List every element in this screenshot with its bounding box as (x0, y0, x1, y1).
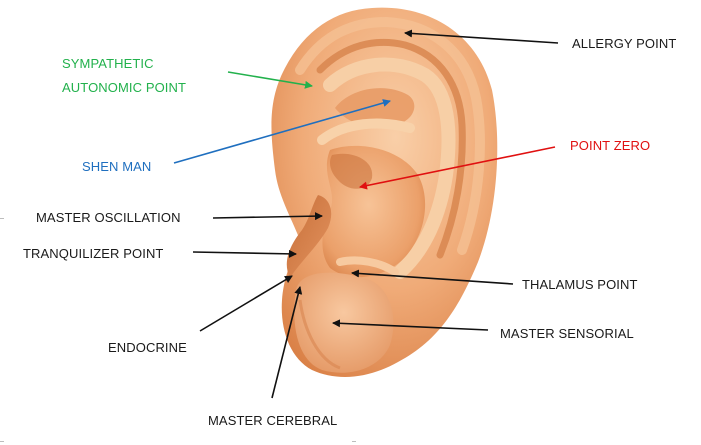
arrow-thalamus (351, 269, 514, 285)
margin-tick-bottom-left (0, 441, 4, 442)
label-shen-man: SHEN MAN (82, 159, 151, 174)
earlobe-edge (298, 299, 341, 370)
label-master-oscillation: MASTER OSCILLATION (36, 210, 181, 225)
arrow-shen-man (173, 99, 391, 164)
label-master-cerebral: MASTER CEREBRAL (208, 413, 337, 428)
antihelix (323, 57, 456, 279)
helix-rim (295, 16, 485, 255)
antitragus (336, 256, 399, 276)
point-labels: ALLERGY POINT SYMPATHETIC AUTONOMIC POIN… (23, 36, 676, 428)
concha-shadow (330, 153, 373, 189)
arrow-master-sensorial (332, 319, 489, 331)
margin-tick-left (0, 218, 4, 219)
label-sympathetic-line1: SYMPATHETIC (62, 56, 154, 71)
arrow-endocrine (199, 275, 293, 332)
label-endocrine: ENDOCRINE (108, 340, 187, 355)
label-master-sensorial: MASTER SENSORIAL (500, 326, 634, 341)
arrow-master-cerebral (271, 286, 303, 399)
scapha-groove (316, 39, 466, 259)
arrow-allergy-point (404, 29, 559, 44)
label-tranquilizer-point: TRANQUILIZER POINT (23, 246, 163, 261)
pointer-arrows (173, 29, 559, 399)
margin-tick-bottom-right (352, 441, 356, 442)
arrow-tranquilizer (192, 249, 297, 258)
label-sympathetic-line2: AUTONOMIC POINT (62, 80, 186, 95)
antihelix-crus (317, 118, 415, 145)
ear-illustration (271, 7, 498, 377)
label-allergy-point: ALLERGY POINT (572, 36, 676, 51)
label-point-zero: POINT ZERO (570, 138, 650, 153)
arrow-point-zero (359, 146, 556, 190)
label-thalamus-point: THALAMUS POINT (522, 277, 638, 292)
earlobe (294, 272, 394, 373)
triangular-fossa (335, 88, 415, 127)
arrow-sympathetic (227, 71, 313, 89)
arrow-master-oscillation (212, 212, 323, 221)
